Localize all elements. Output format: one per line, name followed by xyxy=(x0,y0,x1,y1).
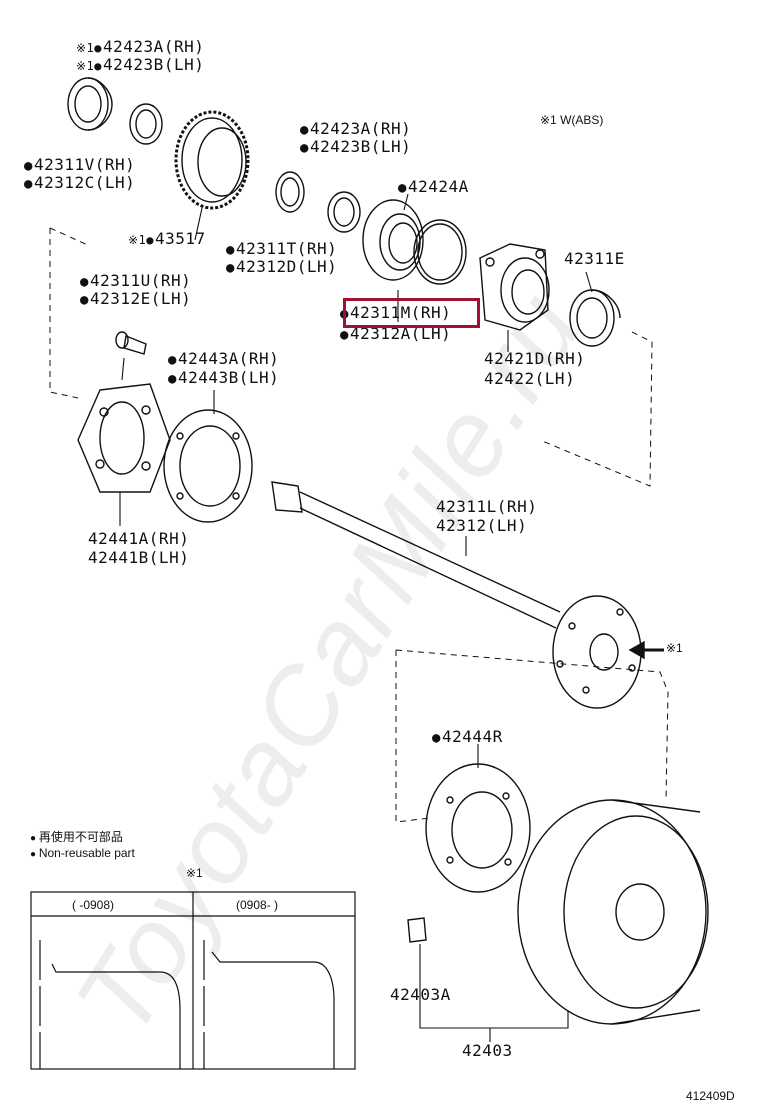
gasket-42443a xyxy=(163,409,253,523)
bearing-42311m xyxy=(362,199,424,281)
label-42443a: 42443A(RH) xyxy=(168,350,279,369)
abs-note: ※1 W(ABS) xyxy=(540,113,604,127)
ring-42311t xyxy=(275,171,305,213)
ref-note-arrow: ※1 xyxy=(666,641,683,655)
inset-col1-header: ( -0908) xyxy=(72,898,115,912)
label-42403a: 42403A xyxy=(390,985,451,1004)
hub-bolt-42311u xyxy=(115,331,147,355)
label-42311e: 42311E xyxy=(564,249,625,268)
label-42423b-top: 42423B(LH) xyxy=(76,56,204,75)
ring-42423-mid xyxy=(327,191,361,233)
label-42311l: 42311L(RH) xyxy=(436,497,538,516)
gasket-42444r xyxy=(425,763,531,893)
label-42424a: 42424A xyxy=(398,178,469,197)
ring-42423-top xyxy=(129,103,163,145)
label-42444r: 42444R xyxy=(432,728,503,747)
label-42421d: 42421D(RH) xyxy=(484,349,586,368)
inset-ref: ※1 xyxy=(186,866,203,880)
oil-seal-42311e xyxy=(569,289,621,347)
label-42422: 42422(LH) xyxy=(484,369,576,388)
leader-lines xyxy=(119,193,660,1042)
label-42423b-mid: 42423B(LH) xyxy=(300,138,411,157)
inset-box xyxy=(30,891,356,1070)
abs-rotor-43517 xyxy=(174,110,250,210)
label-42423a-top: 42423A(RH) xyxy=(76,38,204,57)
label-43517: 43517 xyxy=(128,230,206,249)
label-42312a: 42312A(LH) xyxy=(340,325,451,344)
label-42441a: 42441A(RH) xyxy=(88,529,190,548)
label-42312e: 42312E(LH) xyxy=(80,290,191,309)
brake-drum-42403 xyxy=(517,799,709,1025)
snap-ring-42424a xyxy=(413,219,467,285)
inset-col2-header: (0908- ) xyxy=(236,898,279,912)
label-42312d: 42312D(LH) xyxy=(226,258,337,277)
label-42311m: 42311M(RH) xyxy=(340,304,451,323)
bearing-retainer-42421d xyxy=(479,243,550,331)
label-42312: 42312(LH) xyxy=(436,516,528,535)
label-42441b: 42441B(LH) xyxy=(88,548,190,567)
legend-en: ● Non-reusable part xyxy=(30,846,135,860)
label-42311u: 42311U(RH) xyxy=(80,272,191,291)
legend-jp: ● 再使用不可部品 xyxy=(30,830,123,844)
diagram-code: 412409D xyxy=(686,1089,735,1103)
plug-42403a xyxy=(407,917,427,943)
label-42423a-mid: 42423A(RH) xyxy=(300,120,411,139)
arrow-icon xyxy=(628,640,664,660)
backing-plate-42441a xyxy=(77,383,171,493)
oil-seal-42311v xyxy=(67,77,113,131)
label-42311v: 42311V(RH) xyxy=(24,156,135,175)
label-42311t: 42311T(RH) xyxy=(226,240,337,259)
highlight-box-42311m xyxy=(343,298,480,328)
label-42312c: 42312C(LH) xyxy=(24,174,135,193)
dashed-outlines xyxy=(49,227,669,823)
label-42443b: 42443B(LH) xyxy=(168,369,279,388)
label-42403: 42403 xyxy=(462,1041,513,1060)
